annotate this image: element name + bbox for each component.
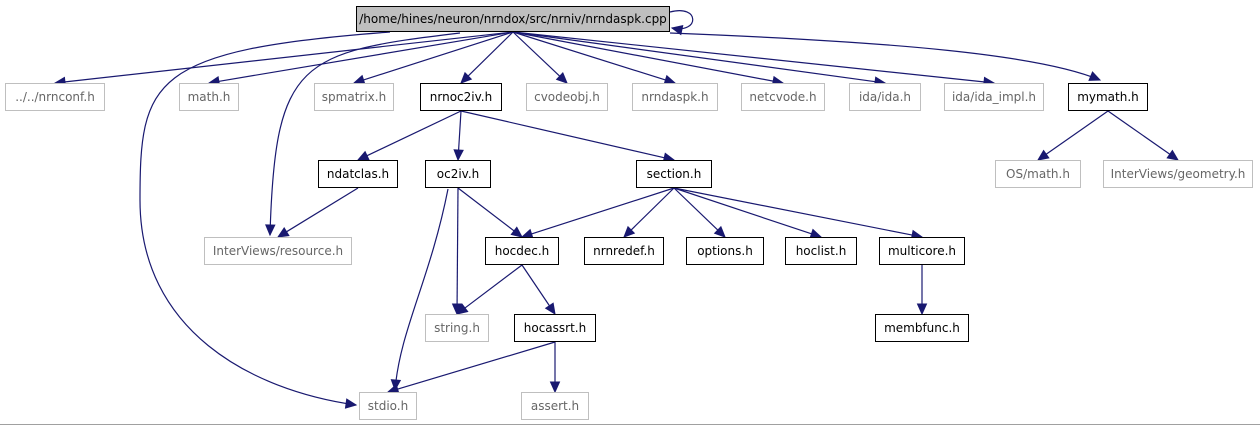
edge-root-to-nrnoc2iv bbox=[466, 31, 514, 78]
edge-root-to-math bbox=[216, 31, 514, 83]
edge-root-to-netcvode bbox=[512, 31, 776, 83]
edge-section-to-nrnredef-arrowhead bbox=[623, 225, 636, 238]
edge-multicore-to-membfunc-arrowhead bbox=[916, 303, 928, 316]
bottom-rule bbox=[0, 424, 1260, 425]
edge-nrnoc2iv-to-oc2iv-arrowhead bbox=[453, 149, 464, 162]
node-ida: ida/ida.h bbox=[849, 83, 921, 111]
node-hoclist[interactable]: hoclist.h bbox=[785, 237, 857, 265]
node-math: math.h bbox=[179, 83, 239, 111]
edge-oc2iv-to-hocdec-arrowhead bbox=[510, 226, 523, 238]
node-string: string.h bbox=[425, 314, 489, 342]
node-resource: InterViews/resource.h bbox=[204, 237, 352, 265]
node-nrndaspk: nrndaspk.h bbox=[632, 83, 718, 111]
edge-root-to-nrnconf bbox=[62, 31, 514, 83]
edge-nrnoc2iv-to-section bbox=[460, 110, 667, 159]
node-cvodeobj: cvodeobj.h bbox=[526, 83, 608, 111]
edge-nrnoc2iv-to-ndatclas bbox=[364, 110, 462, 158]
edge-hocassrt-to-assert-arrowhead bbox=[549, 381, 561, 394]
edge-oc2iv-to-stdio bbox=[394, 188, 449, 391]
node-stdio: stdio.h bbox=[359, 392, 417, 420]
node-ndatclas[interactable]: ndatclas.h bbox=[318, 160, 398, 188]
edge-root-to-stdio-arrowhead bbox=[344, 398, 358, 409]
node-section[interactable]: section.h bbox=[636, 160, 712, 188]
node-membfunc[interactable]: membfunc.h bbox=[875, 314, 969, 342]
node-nrnconf: ../../nrnconf.h bbox=[5, 83, 105, 111]
node-ida_impl: ida/ida_impl.h bbox=[944, 83, 1044, 111]
edge-oc2iv-to-string bbox=[456, 187, 459, 307]
edge-section-to-hoclist bbox=[673, 187, 814, 236]
edge-hocdec-to-string bbox=[463, 264, 523, 310]
edge-root-to-nrnoc2iv-arrowhead bbox=[460, 71, 473, 84]
node-hocdec[interactable]: hocdec.h bbox=[485, 237, 559, 265]
edge-root-to-root-arrowhead bbox=[670, 25, 684, 36]
edge-mymath-to-osmath bbox=[1044, 110, 1109, 156]
edge-section-to-options bbox=[673, 187, 720, 232]
edge-root-to-ida_impl bbox=[512, 31, 987, 83]
node-nrnredef[interactable]: nrnredef.h bbox=[584, 237, 664, 265]
node-nrnoc2iv[interactable]: nrnoc2iv.h bbox=[420, 83, 502, 111]
edge-root-to-mymath-arrowhead bbox=[1088, 71, 1102, 81]
node-netcvode: netcvode.h bbox=[741, 83, 825, 111]
edge-root-to-resource bbox=[269, 32, 461, 236]
node-hocassrt[interactable]: hocassrt.h bbox=[514, 314, 596, 342]
edge-mymath-to-osmath-arrowhead bbox=[1037, 149, 1050, 161]
edge-hocassrt-to-stdio bbox=[395, 341, 556, 391]
edge-nrnoc2iv-to-ndatclas-arrowhead bbox=[356, 150, 370, 161]
node-osmath: OS/math.h bbox=[995, 160, 1081, 188]
edge-root-to-spmatrix bbox=[361, 31, 514, 82]
node-oc2iv[interactable]: oc2iv.h bbox=[425, 160, 491, 188]
node-options[interactable]: options.h bbox=[686, 237, 764, 265]
node-assert: assert.h bbox=[521, 392, 589, 420]
node-spmatrix: spmatrix.h bbox=[314, 83, 394, 111]
node-root: /home/hines/neuron/nrndox/src/nrniv/nrnd… bbox=[356, 6, 670, 32]
edge-section-to-multicore bbox=[673, 187, 915, 237]
edge-section-to-options-arrowhead bbox=[713, 225, 726, 238]
edge-section-to-hocdec bbox=[529, 187, 675, 236]
edge-root-to-ida bbox=[512, 31, 878, 83]
node-geometry: InterViews/geometry.h bbox=[1103, 160, 1253, 188]
edge-root-to-resource-arrowhead bbox=[265, 224, 276, 237]
edge-hocdec-to-string-arrowhead bbox=[456, 303, 469, 315]
edge-root-to-mymath bbox=[669, 32, 1101, 81]
edge-root-to-nrndaspk bbox=[512, 31, 668, 82]
edge-root-to-cvodeobj bbox=[512, 31, 562, 78]
edge-oc2iv-to-hocdec bbox=[457, 187, 517, 233]
edge-hocdec-to-hocassrt bbox=[521, 264, 552, 308]
edge-ndatclas-to-resource-arrowhead bbox=[276, 227, 290, 238]
edge-mymath-to-geometry-arrowhead bbox=[1166, 149, 1179, 161]
edge-root-to-cvodeobj-arrowhead bbox=[555, 71, 568, 84]
node-mymath[interactable]: mymath.h bbox=[1068, 83, 1148, 111]
node-multicore[interactable]: multicore.h bbox=[879, 237, 965, 265]
edge-mymath-to-geometry bbox=[1107, 110, 1172, 156]
edge-nrnoc2iv-to-oc2iv bbox=[457, 110, 462, 153]
edge-section-to-nrnredef bbox=[629, 187, 675, 232]
edge-hocdec-to-hocassrt-arrowhead bbox=[544, 302, 556, 316]
edge-root-to-stdio bbox=[139, 31, 391, 406]
edge-ndatclas-to-resource bbox=[284, 187, 359, 234]
